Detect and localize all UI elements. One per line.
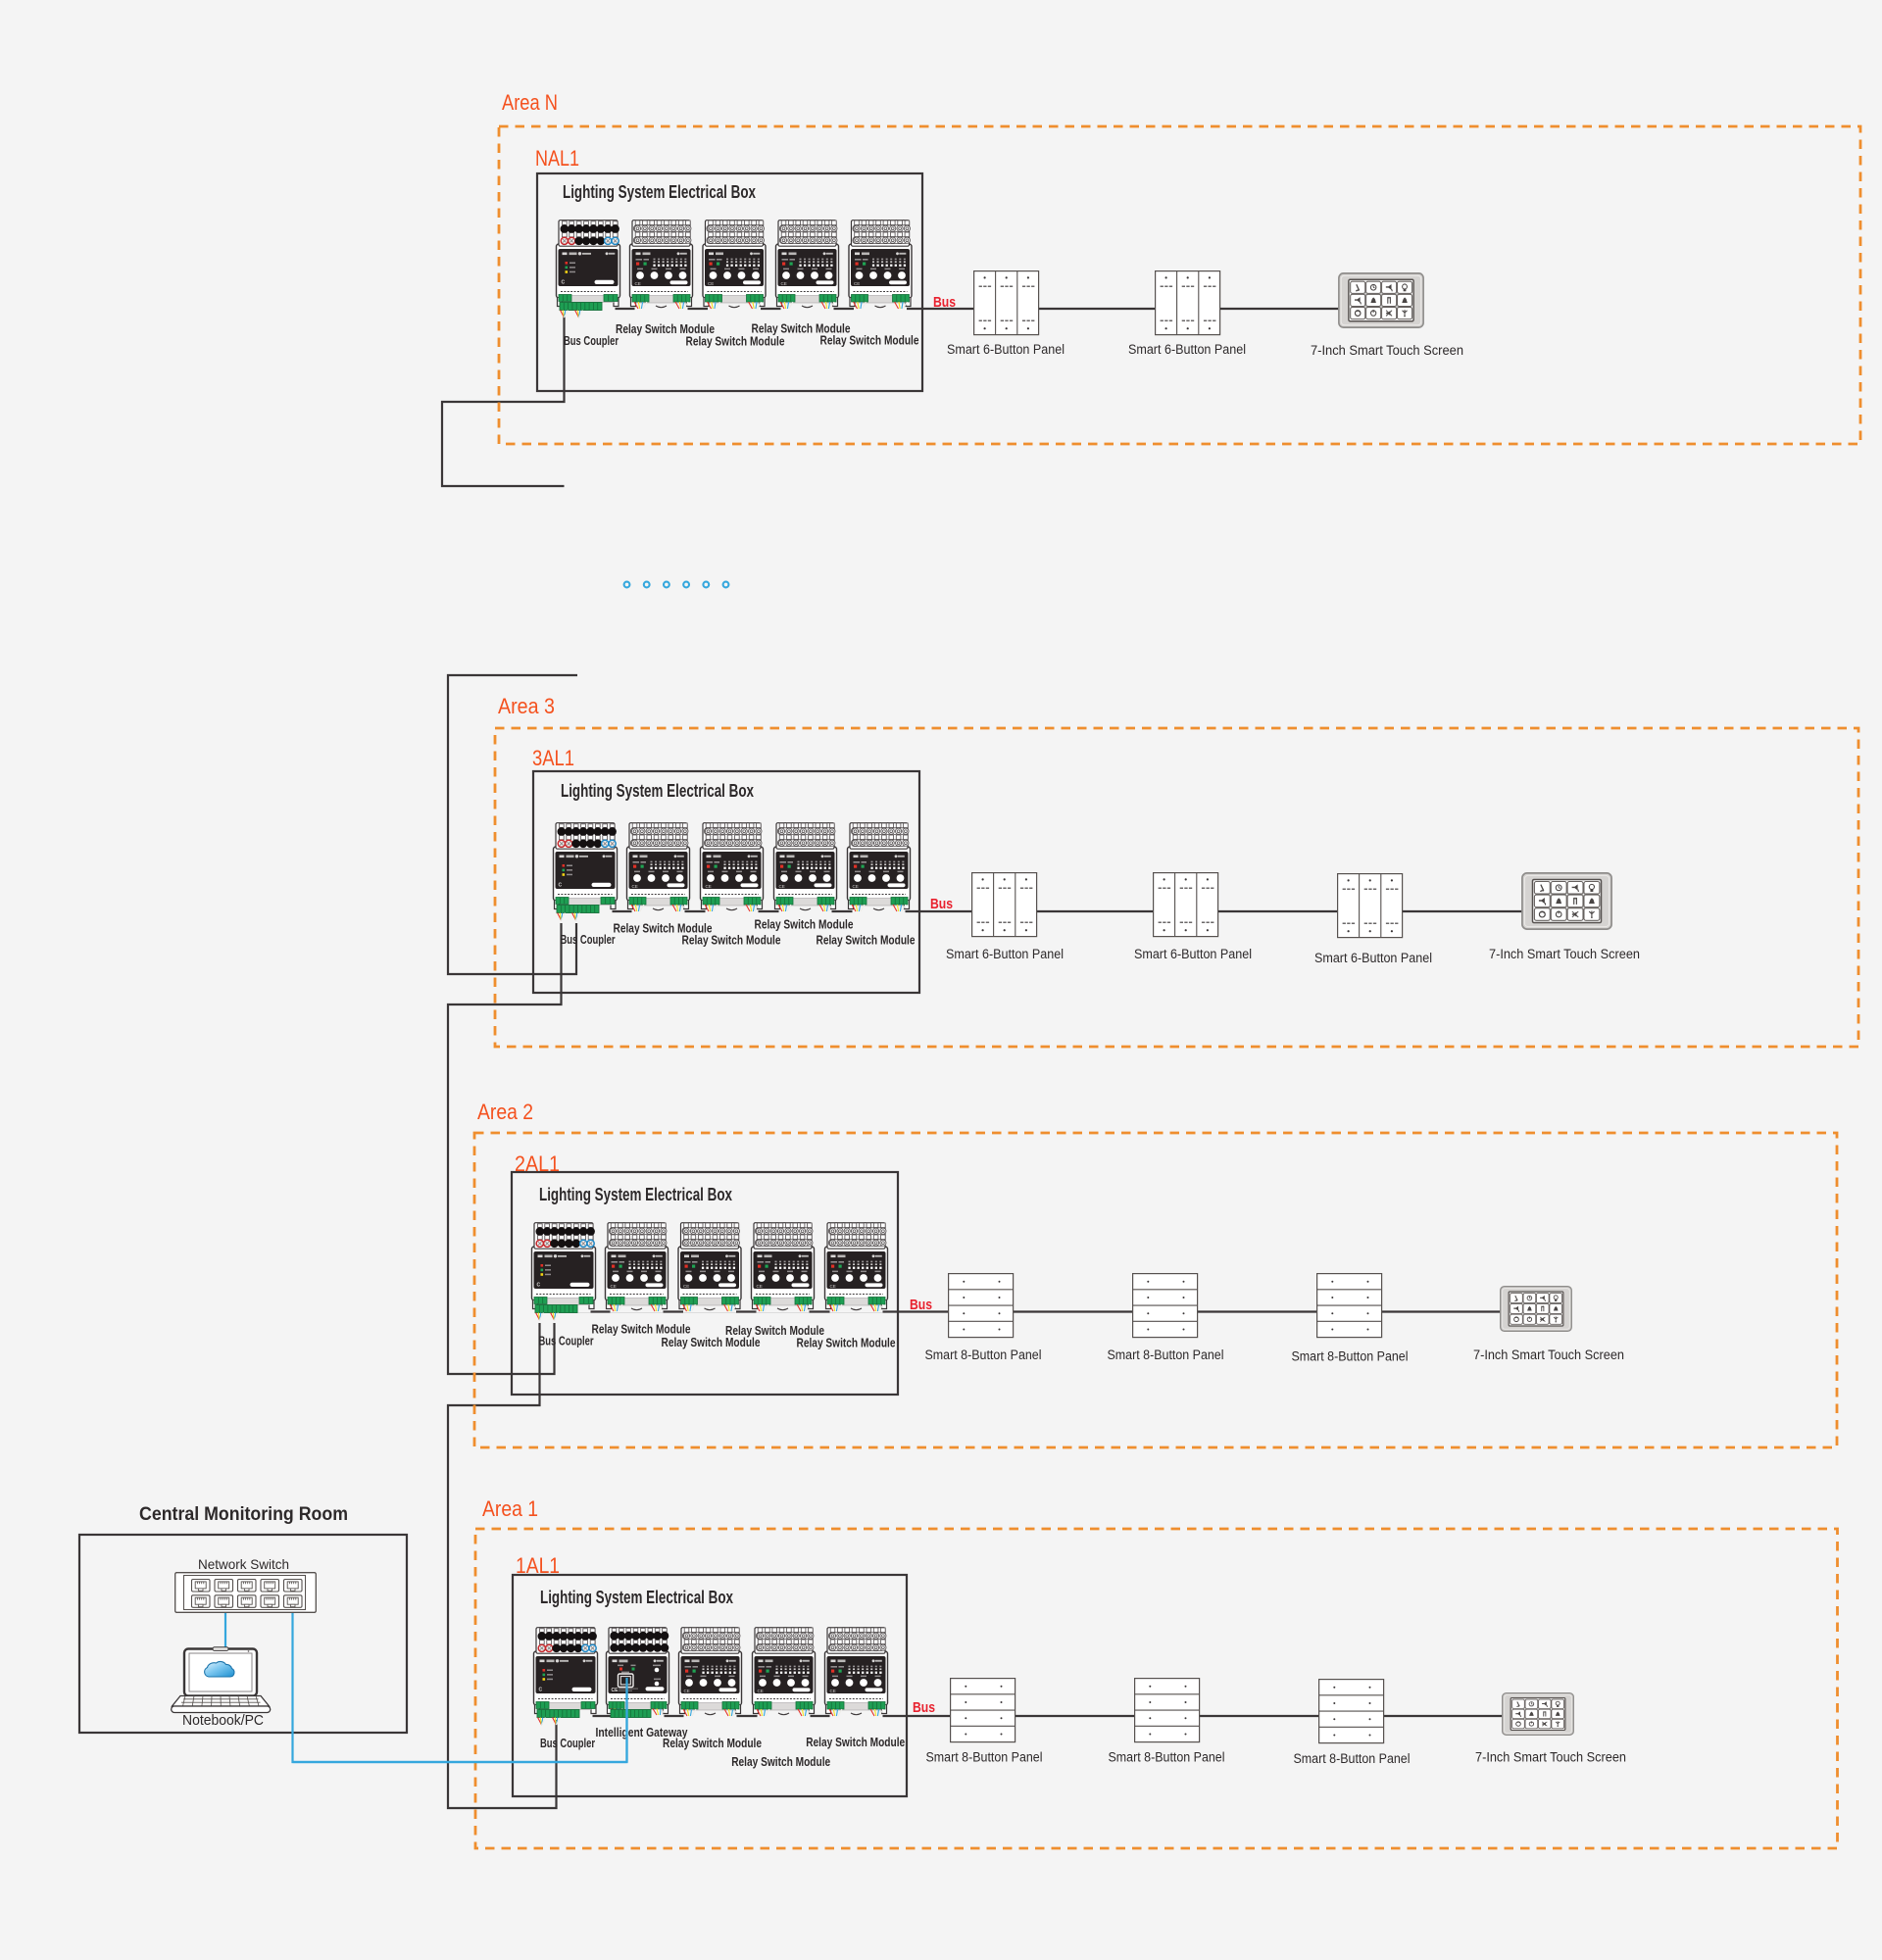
svg-text:Smart 8-Button Panel: Smart 8-Button Panel xyxy=(925,1348,1042,1362)
svg-text:3AL1: 3AL1 xyxy=(532,746,574,770)
svg-text:Smart 8-Button Panel: Smart 8-Button Panel xyxy=(1108,1348,1224,1362)
svg-text:7-Inch Smart Touch Screen: 7-Inch Smart Touch Screen xyxy=(1311,343,1463,358)
svg-text:Relay Switch Module: Relay Switch Module xyxy=(682,934,781,948)
svg-text:Relay Switch Module: Relay Switch Module xyxy=(731,1755,830,1769)
svg-text:Relay Switch Module: Relay Switch Module xyxy=(614,922,713,936)
svg-text:Bus Coupler: Bus Coupler xyxy=(561,933,616,947)
svg-text:Smart 8-Button Panel: Smart 8-Button Panel xyxy=(1109,1750,1225,1765)
svg-text:2AL1: 2AL1 xyxy=(515,1152,560,1176)
svg-text:Central Monitoring Room: Central Monitoring Room xyxy=(139,1504,348,1525)
svg-text:Smart 8-Button Panel: Smart 8-Button Panel xyxy=(1292,1349,1409,1364)
svg-text:1AL1: 1AL1 xyxy=(516,1553,560,1578)
svg-text:7-Inch Smart Touch Screen: 7-Inch Smart Touch Screen xyxy=(1489,947,1640,961)
svg-text:Lighting System Electrical Box: Lighting System Electrical Box xyxy=(540,1587,734,1607)
svg-text:7-Inch Smart Touch Screen: 7-Inch Smart Touch Screen xyxy=(1473,1348,1624,1362)
svg-text:NAL1: NAL1 xyxy=(535,146,579,171)
svg-text:Network Switch: Network Switch xyxy=(198,1556,289,1572)
svg-text:Area N: Area N xyxy=(502,90,558,115)
svg-text:Bus: Bus xyxy=(910,1297,932,1313)
svg-text:Relay Switch Module: Relay Switch Module xyxy=(820,334,919,348)
svg-text:7-Inch Smart Touch Screen: 7-Inch Smart Touch Screen xyxy=(1475,1750,1626,1765)
svg-text:Area 2: Area 2 xyxy=(477,1100,533,1124)
svg-text:Relay Switch Module: Relay Switch Module xyxy=(725,1324,824,1338)
svg-text:Smart 6-Button Panel: Smart 6-Button Panel xyxy=(1314,951,1432,965)
svg-text:Relay Switch Module: Relay Switch Module xyxy=(616,322,715,336)
svg-text:Lighting System Electrical Box: Lighting System Electrical Box xyxy=(563,181,757,202)
svg-text:Bus: Bus xyxy=(930,896,953,912)
svg-text:Relay Switch Module: Relay Switch Module xyxy=(806,1736,905,1749)
svg-text:Notebook/PC: Notebook/PC xyxy=(182,1713,264,1729)
svg-text:Relay Switch Module: Relay Switch Module xyxy=(592,1323,691,1337)
svg-text:Bus: Bus xyxy=(933,294,956,311)
svg-text:Relay Switch Module: Relay Switch Module xyxy=(817,934,916,948)
svg-text:Smart 8-Button Panel: Smart 8-Button Panel xyxy=(1294,1751,1411,1766)
svg-text:Relay Switch Module: Relay Switch Module xyxy=(797,1337,896,1350)
svg-text:Relay Switch Module: Relay Switch Module xyxy=(686,335,785,349)
svg-text:Relay Switch Module: Relay Switch Module xyxy=(755,918,854,932)
svg-text:Area 3: Area 3 xyxy=(498,694,555,718)
svg-text:Bus: Bus xyxy=(913,1699,935,1716)
svg-text:Bus Coupler: Bus Coupler xyxy=(540,1737,595,1750)
svg-text:Bus Coupler: Bus Coupler xyxy=(539,1335,594,1348)
svg-text:Bus Coupler: Bus Coupler xyxy=(564,334,619,348)
svg-text:Smart 6-Button Panel: Smart 6-Button Panel xyxy=(1134,947,1252,961)
svg-text:Area 1: Area 1 xyxy=(482,1496,538,1521)
svg-text:Smart 6-Button Panel: Smart 6-Button Panel xyxy=(947,342,1065,357)
svg-text:Smart 6-Button Panel: Smart 6-Button Panel xyxy=(946,947,1064,961)
svg-text:Smart 8-Button Panel: Smart 8-Button Panel xyxy=(926,1750,1043,1765)
svg-text:Intelligent Gateway: Intelligent Gateway xyxy=(596,1726,688,1740)
svg-text:Smart 6-Button Panel: Smart 6-Button Panel xyxy=(1128,342,1246,357)
svg-text:Relay Switch Module: Relay Switch Module xyxy=(662,1336,761,1349)
svg-text:Relay Switch Module: Relay Switch Module xyxy=(663,1737,762,1750)
svg-text:Lighting System Electrical Box: Lighting System Electrical Box xyxy=(561,780,755,801)
svg-text:Relay Switch Module: Relay Switch Module xyxy=(752,322,851,336)
svg-text:Lighting System Electrical Box: Lighting System Electrical Box xyxy=(539,1184,733,1204)
